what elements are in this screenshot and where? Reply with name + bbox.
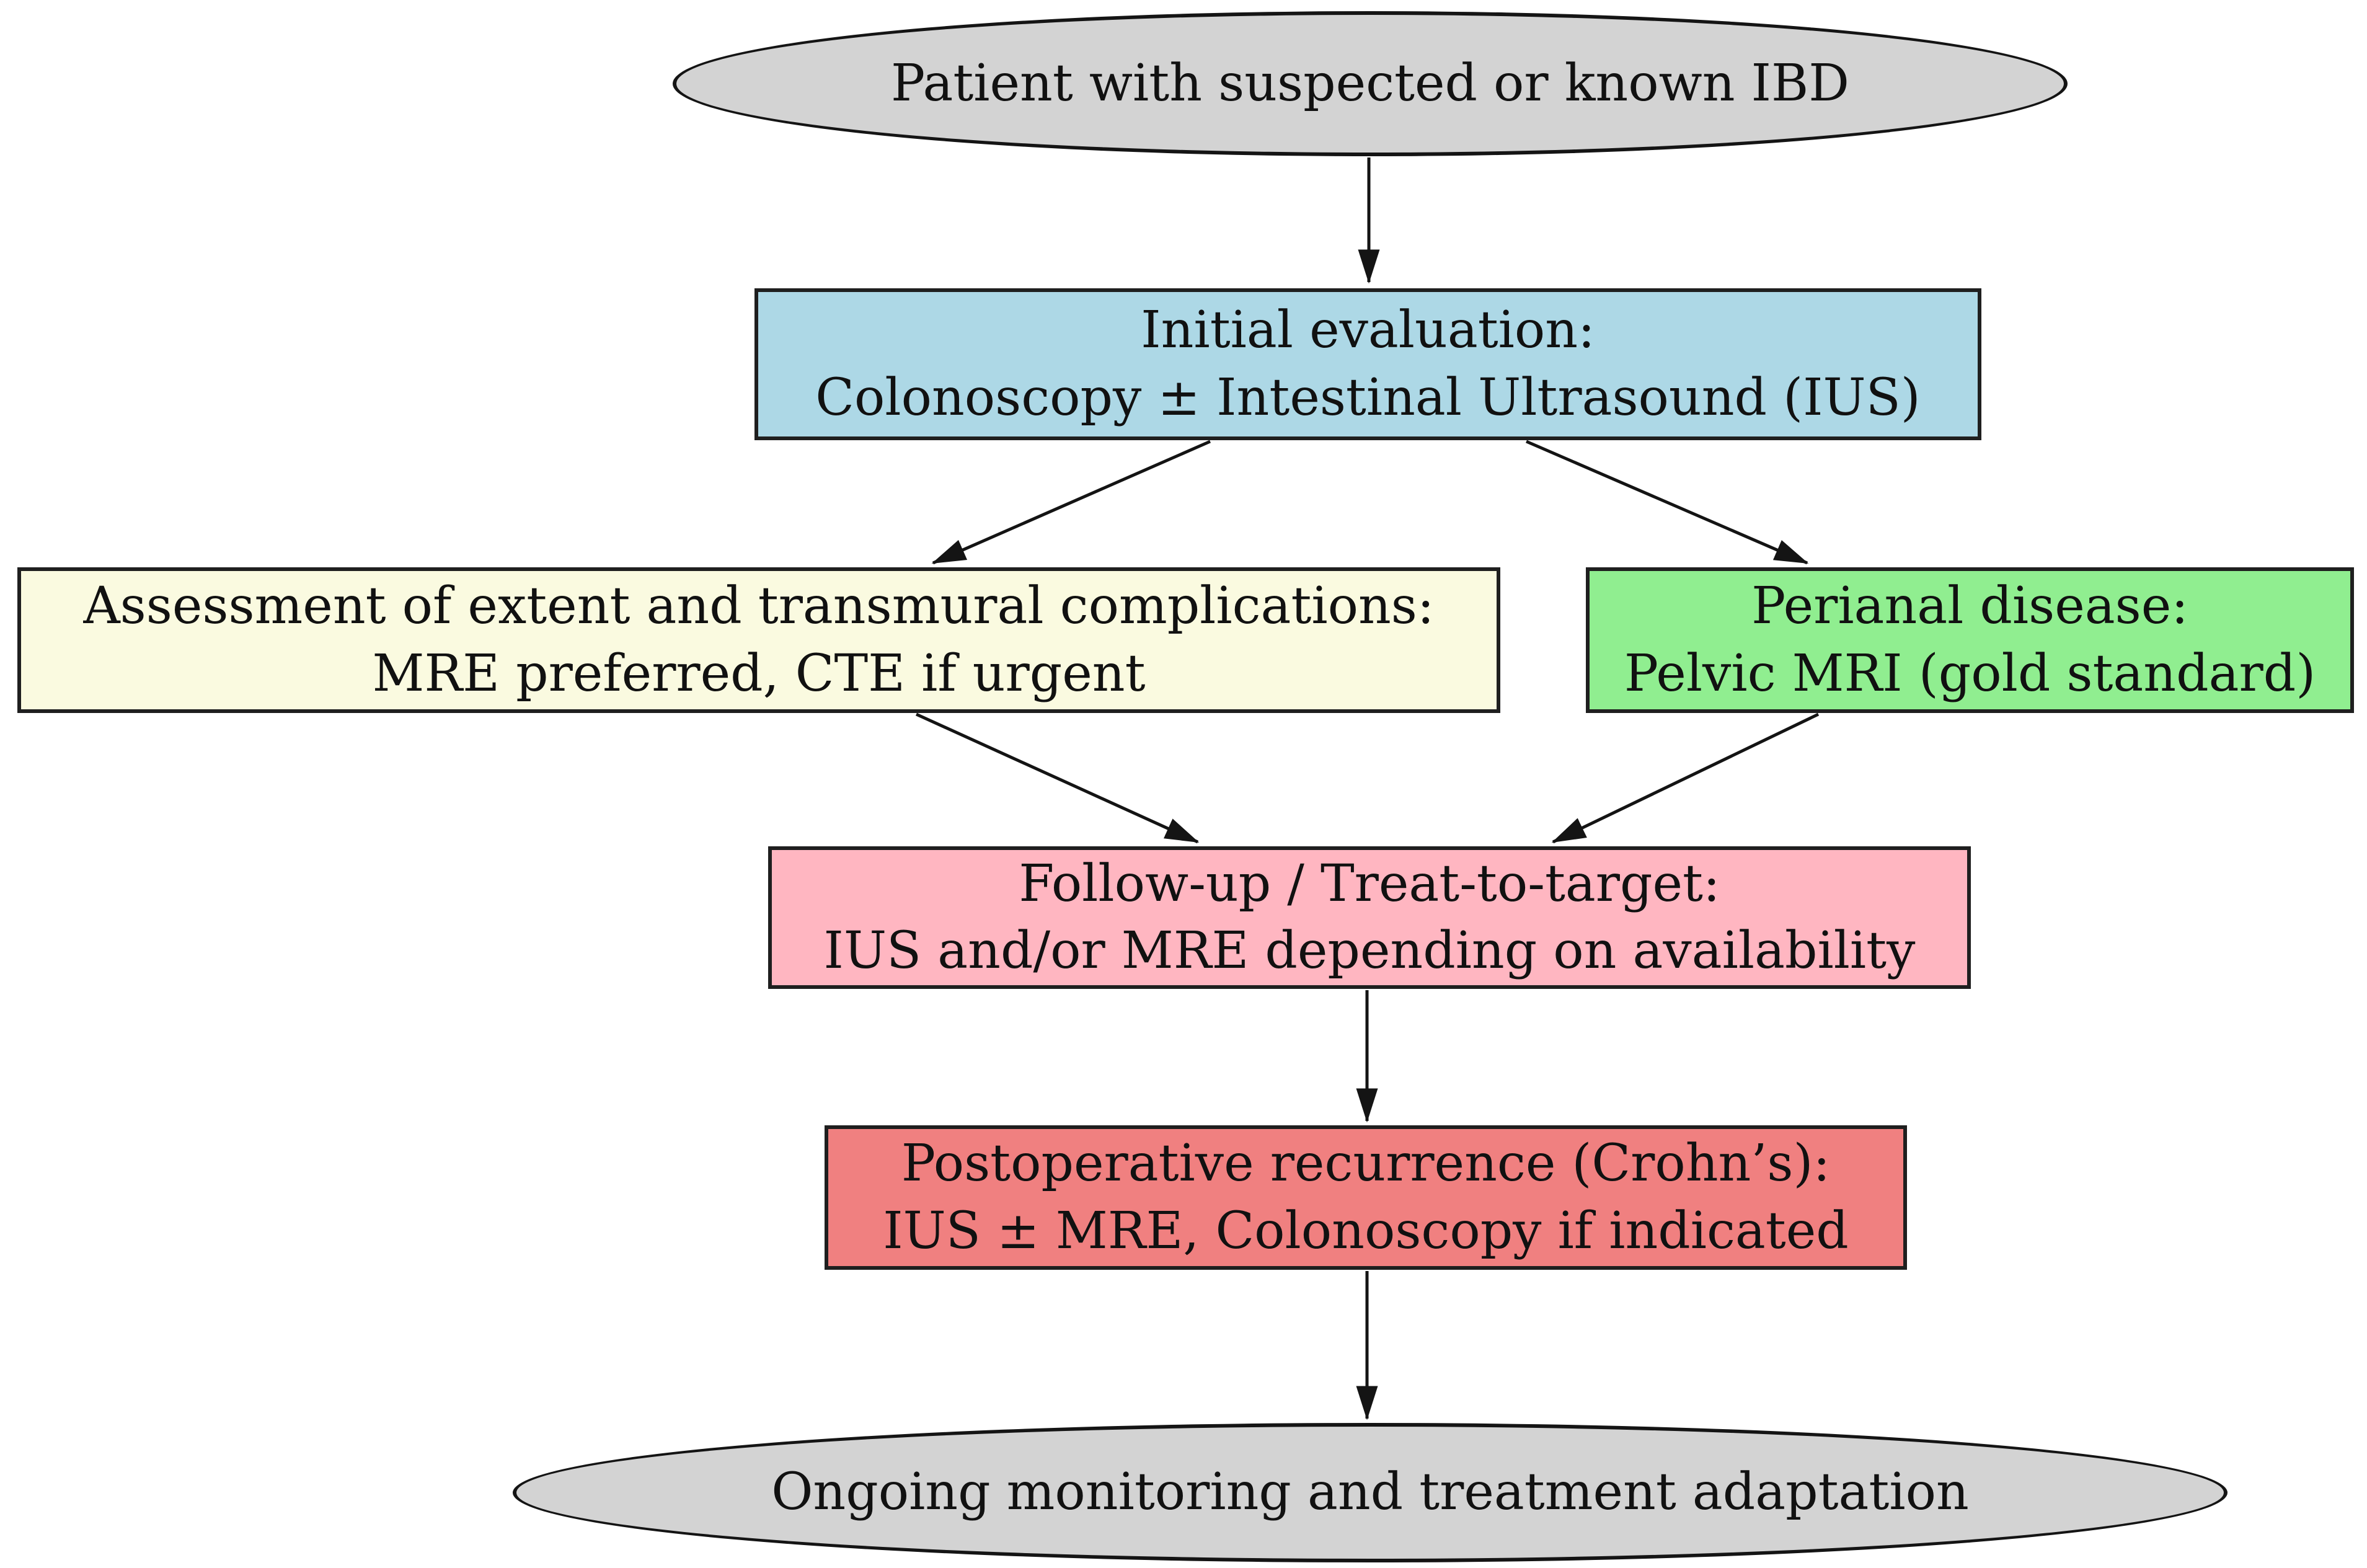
node-followup-treat-to-target: Follow-up / Treat-to-target: IUS and/or … xyxy=(768,846,1971,989)
node-followup-title: Follow-up / Treat-to-target: xyxy=(1019,854,1720,913)
edge-extent-to-followup xyxy=(915,712,1200,844)
node-ongoing-monitoring: Ongoing monitoring and treatment adaptat… xyxy=(513,1423,2228,1562)
edge-perianal-to-followup xyxy=(1551,712,1820,844)
node-perianal-disease: Perianal disease: Pelvic MRI (gold stand… xyxy=(1586,567,2354,713)
node-postoperative-title: Postoperative recurrence (Crohn’s): xyxy=(901,1134,1831,1194)
node-extent-assessment-title: Assessment of extent and transmural comp… xyxy=(83,577,1435,636)
node-perianal-disease-detail: Pelvic MRI (gold standard) xyxy=(1624,644,2316,703)
node-patient-ibd: Patient with suspected or known IBD xyxy=(673,11,2068,156)
node-initial-evaluation-detail: Colonoscopy ± Intestinal Ultrasound (IUS… xyxy=(815,368,1921,427)
node-ongoing-monitoring-label: Ongoing monitoring and treatment adaptat… xyxy=(771,1463,1969,1522)
node-initial-evaluation-title: Initial evaluation: xyxy=(1141,301,1595,360)
node-initial-evaluation: Initial evaluation: Colonoscopy ± Intest… xyxy=(754,288,1981,440)
node-perianal-disease-title: Perianal disease: xyxy=(1751,577,2188,636)
node-postoperative-detail: IUS ± MRE, Colonoscopy if indicated xyxy=(883,1201,1849,1260)
edge-initial-to-extent xyxy=(931,440,1211,565)
edge-initial-to-perianal xyxy=(1526,440,1809,565)
node-postoperative-recurrence: Postoperative recurrence (Crohn’s): IUS … xyxy=(825,1125,1907,1270)
node-extent-assessment-detail: MRE preferred, CTE if urgent xyxy=(372,644,1146,703)
node-extent-assessment: Assessment of extent and transmural comp… xyxy=(17,567,1500,713)
node-followup-detail: IUS and/or MRE depending on availability xyxy=(823,921,1916,980)
node-patient-ibd-label: Patient with suspected or known IBD xyxy=(890,53,1850,113)
